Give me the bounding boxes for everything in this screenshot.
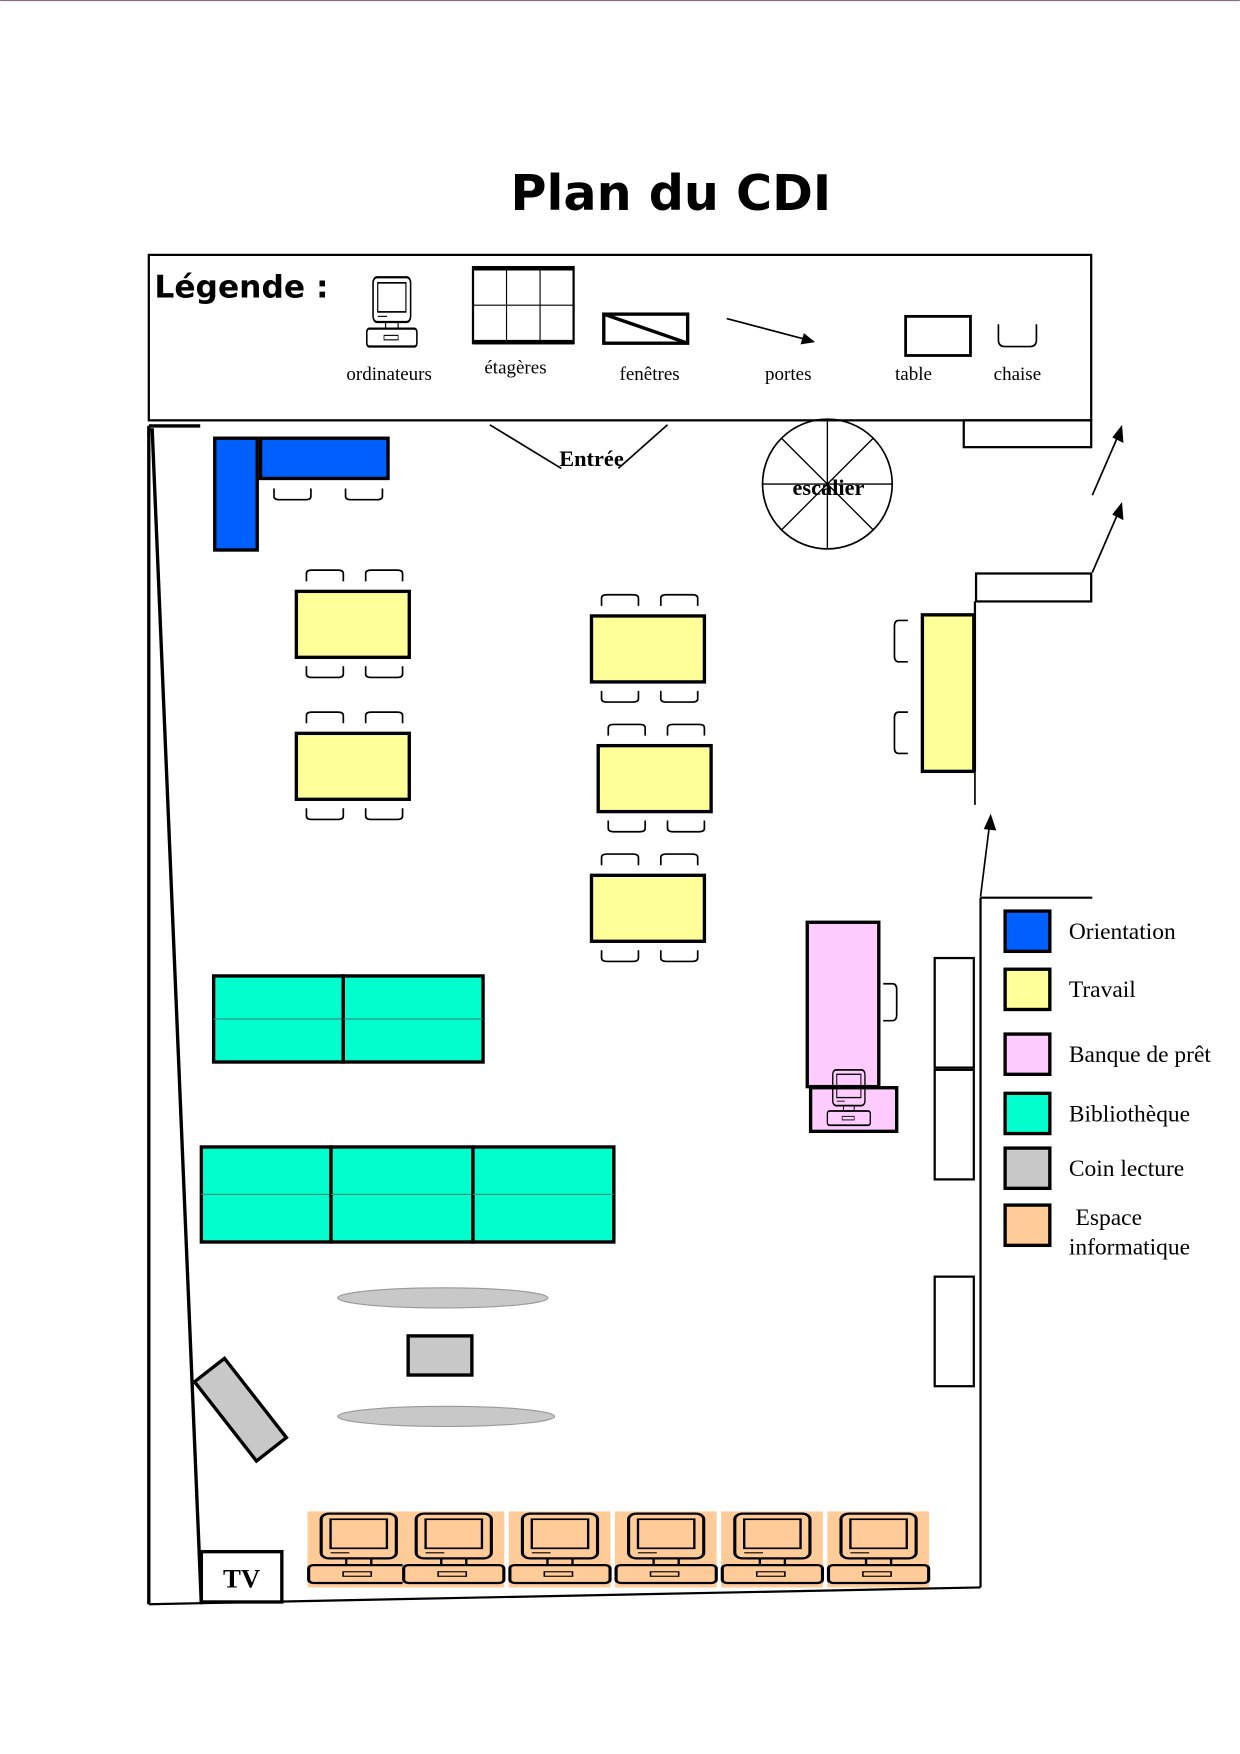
chair	[659, 853, 699, 866]
chair	[600, 690, 640, 703]
zone-swatch-6	[1003, 1203, 1052, 1248]
chair	[364, 666, 404, 679]
chair	[305, 666, 345, 679]
staircase: escalier	[761, 418, 894, 550]
chair	[364, 711, 404, 724]
entrance-label: Entrée	[559, 446, 624, 471]
zone-label: Orientation	[1069, 919, 1176, 945]
chair	[600, 950, 640, 963]
zone-swatch-3	[1003, 1032, 1052, 1076]
work-table	[589, 873, 707, 943]
tv: TV	[199, 1549, 284, 1604]
chair	[364, 808, 404, 821]
chair	[666, 820, 706, 833]
window-icon	[602, 312, 690, 345]
chair	[364, 569, 404, 582]
zone-swatch-4	[1003, 1091, 1052, 1136]
work-table	[294, 731, 411, 801]
reading-bench	[337, 1405, 556, 1428]
legend-label-shelves: étagères	[484, 357, 546, 378]
zone-label: Travail	[1069, 977, 1136, 1003]
stairs-label: escalier	[793, 475, 865, 500]
reading-bench	[337, 1287, 549, 1309]
window	[962, 419, 1093, 449]
window	[933, 1068, 975, 1181]
reading-table	[406, 1334, 474, 1377]
zone-label: informatique	[1069, 1234, 1190, 1260]
chair	[305, 808, 345, 821]
computer-station	[402, 1511, 505, 1588]
chair	[659, 593, 699, 606]
legend-heading: Légende :	[154, 269, 328, 305]
chair	[893, 711, 908, 755]
chair	[305, 569, 345, 582]
work-table	[596, 743, 713, 814]
zone-label: Espace	[1076, 1205, 1142, 1231]
chair	[607, 723, 646, 736]
zone-swatch-5	[1003, 1146, 1052, 1191]
window	[974, 572, 1093, 603]
legend-label-chair: chaise	[994, 364, 1041, 385]
work-table	[920, 613, 976, 774]
computer-station	[827, 1511, 930, 1588]
zone-label: Banque de prêt	[1069, 1042, 1212, 1068]
computer-station	[508, 1511, 611, 1588]
tv-label: TV	[223, 1563, 261, 1593]
shelf-icon	[471, 266, 575, 345]
chair	[600, 853, 640, 866]
chair	[893, 619, 908, 663]
work-table	[589, 614, 707, 684]
entrance: Entrée	[489, 424, 669, 471]
chair	[273, 488, 312, 501]
chair	[305, 711, 345, 724]
chair	[659, 950, 699, 963]
zone-label: Bibliothèque	[1069, 1101, 1190, 1127]
legend-label-windows: fenêtres	[620, 364, 680, 385]
loan-desk-computer-area	[808, 1086, 899, 1134]
page-title: Plan du CDI	[510, 164, 831, 222]
symbol-legend: Légende : ordinateurs étagères fenêtres …	[147, 253, 1093, 422]
computer-station	[721, 1511, 823, 1588]
orientation-shelf	[213, 436, 259, 552]
window	[933, 1275, 975, 1388]
chair	[883, 982, 898, 1022]
chair	[344, 488, 384, 501]
reading-sofa	[192, 1355, 289, 1464]
legend-label-doors: portes	[765, 364, 811, 385]
legend-label-computers: ordinateurs	[346, 364, 431, 385]
zone-swatch-1	[1003, 909, 1052, 954]
walls	[147, 419, 1093, 1606]
computer-station	[307, 1511, 410, 1588]
door-arrows	[979, 424, 1124, 897]
chair	[659, 690, 699, 703]
zone-swatch-2	[1003, 967, 1052, 1012]
door-arrow-icon	[726, 317, 816, 345]
work-table	[294, 589, 411, 660]
table-icon	[904, 314, 972, 357]
window	[933, 956, 975, 1069]
zone-label: Coin lecture	[1069, 1156, 1184, 1182]
chair	[666, 723, 706, 736]
computer-station	[614, 1511, 717, 1588]
legend-label-table: table	[895, 364, 932, 385]
loan-desk	[805, 920, 881, 1089]
chair-icon	[997, 324, 1038, 348]
orientation-desk	[258, 436, 390, 481]
chair	[607, 820, 646, 833]
chair	[600, 593, 640, 606]
